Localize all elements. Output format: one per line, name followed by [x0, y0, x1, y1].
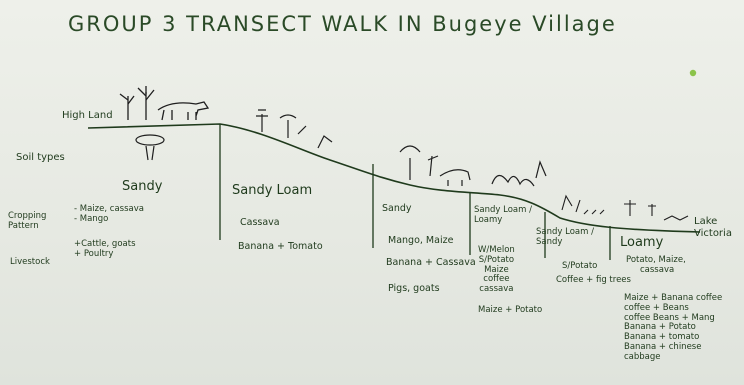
zone-1-livestock-item: +Cattle, goats	[74, 239, 136, 249]
zone-4-crop: W/Melon	[478, 245, 515, 255]
zone-6-crop: coffee Beans + Mang	[624, 312, 715, 323]
trees-lower-sketch	[561, 194, 689, 221]
lake-label-line1: Lake	[694, 216, 718, 227]
row-label-livestock: Livestock	[10, 257, 50, 267]
zone-6-crop: Maize + Banana coffee	[624, 293, 723, 303]
zone-2-crop: Banana + Tomato	[238, 241, 323, 252]
marker-dot	[689, 69, 697, 77]
shrubs-sketch	[491, 160, 547, 187]
zone-1-livestock-item: + Poultry	[74, 248, 114, 259]
zone-1-livestock: +Cattle, goats + Poultry	[74, 239, 136, 260]
zone-6-crop: Banana + tomato	[624, 332, 700, 343]
zone-3-livestock: Pigs, goats	[388, 283, 440, 294]
row-label-soil-types: Soil types	[16, 152, 65, 163]
tree-sketch-slope	[256, 109, 333, 149]
cattle-sketch	[157, 101, 210, 121]
zone-4-crop: cassava	[479, 284, 514, 295]
zone-1-crops: - Maize, cassava - Mango	[74, 204, 144, 225]
zone-4-crop: coffee	[483, 274, 510, 285]
page-title: GROUP 3 TRANSECT WALK IN Bugeye Village	[68, 12, 617, 36]
zone-5-crop: Coffee + fig trees	[556, 275, 631, 285]
zone-6-crop: cassava	[640, 264, 675, 275]
terrain-profile-line	[87, 123, 701, 233]
zone-4-crop: Maize + Potato	[478, 305, 543, 315]
zone-6-crop: Banana + chinese	[624, 341, 702, 352]
zone-6-crop: Potato, Maize,	[626, 255, 686, 265]
zone-6-soil: Loamy	[620, 235, 664, 250]
zone-6-crops-bottom: Maize + Banana coffee coffee + Beans cof…	[624, 293, 723, 362]
zone-4-crop: S/Potato	[478, 254, 515, 265]
zone-5-soil: Sandy Loam / Sandy	[536, 227, 594, 247]
zone-3-crop: Mango, Maize	[388, 235, 454, 246]
bush-sketch-highland	[135, 134, 165, 161]
zone-3-soil: Sandy	[382, 203, 412, 214]
zone-4-soil: Sandy Loam / Loamy	[474, 205, 532, 225]
zone-5-crop: S/Potato	[562, 261, 598, 271]
zone-2-soil: Sandy Loam	[232, 183, 313, 198]
row-label-high-land: High Land	[62, 110, 113, 121]
zone-1-soil: Sandy	[122, 179, 163, 194]
zone-2-crop: Cassava	[240, 217, 280, 228]
zone-6-crop: cabbage	[624, 351, 661, 362]
tree-sketch-highland	[119, 86, 155, 120]
tree-sketch-mid	[399, 145, 471, 186]
zone-6-crop: Banana + Potato	[624, 322, 696, 333]
row-label-cropping-pattern: Cropping Pattern	[8, 211, 47, 231]
zone-3-crop: Banana + Cassava	[386, 257, 476, 268]
zone-1-crop: - Maize, cassava	[74, 204, 144, 214]
lake-label-line2: Victoria	[694, 227, 732, 239]
zone-1-crop: - Mango	[74, 213, 109, 224]
zone-6-crop: coffee + Beans	[624, 302, 689, 313]
zone-4-crops: W/Melon S/Potato Maize coffee cassava	[478, 245, 515, 295]
zone-6-crops-top: Potato, Maize, cassava	[626, 255, 686, 276]
lake-victoria-label: Lake Victoria	[694, 216, 732, 239]
zone-4-crop: Maize	[484, 264, 509, 275]
